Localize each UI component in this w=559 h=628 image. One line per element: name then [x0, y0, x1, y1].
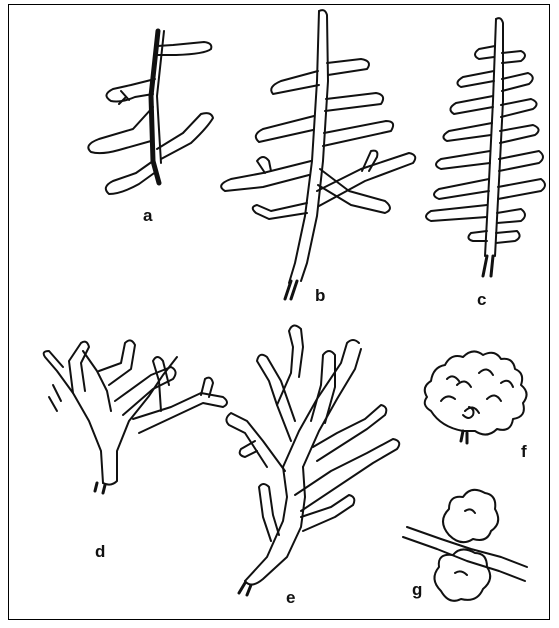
panel-c-drawing: [426, 18, 545, 276]
panel-d-label: d: [95, 543, 105, 560]
panel-b-label: b: [315, 287, 325, 304]
panel-f-label: f: [521, 443, 527, 460]
panel-g-label: g: [412, 581, 422, 598]
panel-e-label: e: [286, 589, 295, 606]
panel-a-drawing: [88, 31, 213, 194]
panel-e-drawing: [226, 325, 399, 595]
panel-a-label: a: [143, 207, 152, 224]
panel-f-drawing: [425, 351, 527, 443]
panel-d-drawing: [44, 340, 227, 493]
figure-frame: a b c d e f g: [8, 4, 550, 620]
panel-b-drawing: [221, 10, 415, 299]
panel-c-label: c: [477, 291, 486, 308]
drawing-canvas: [9, 5, 551, 621]
